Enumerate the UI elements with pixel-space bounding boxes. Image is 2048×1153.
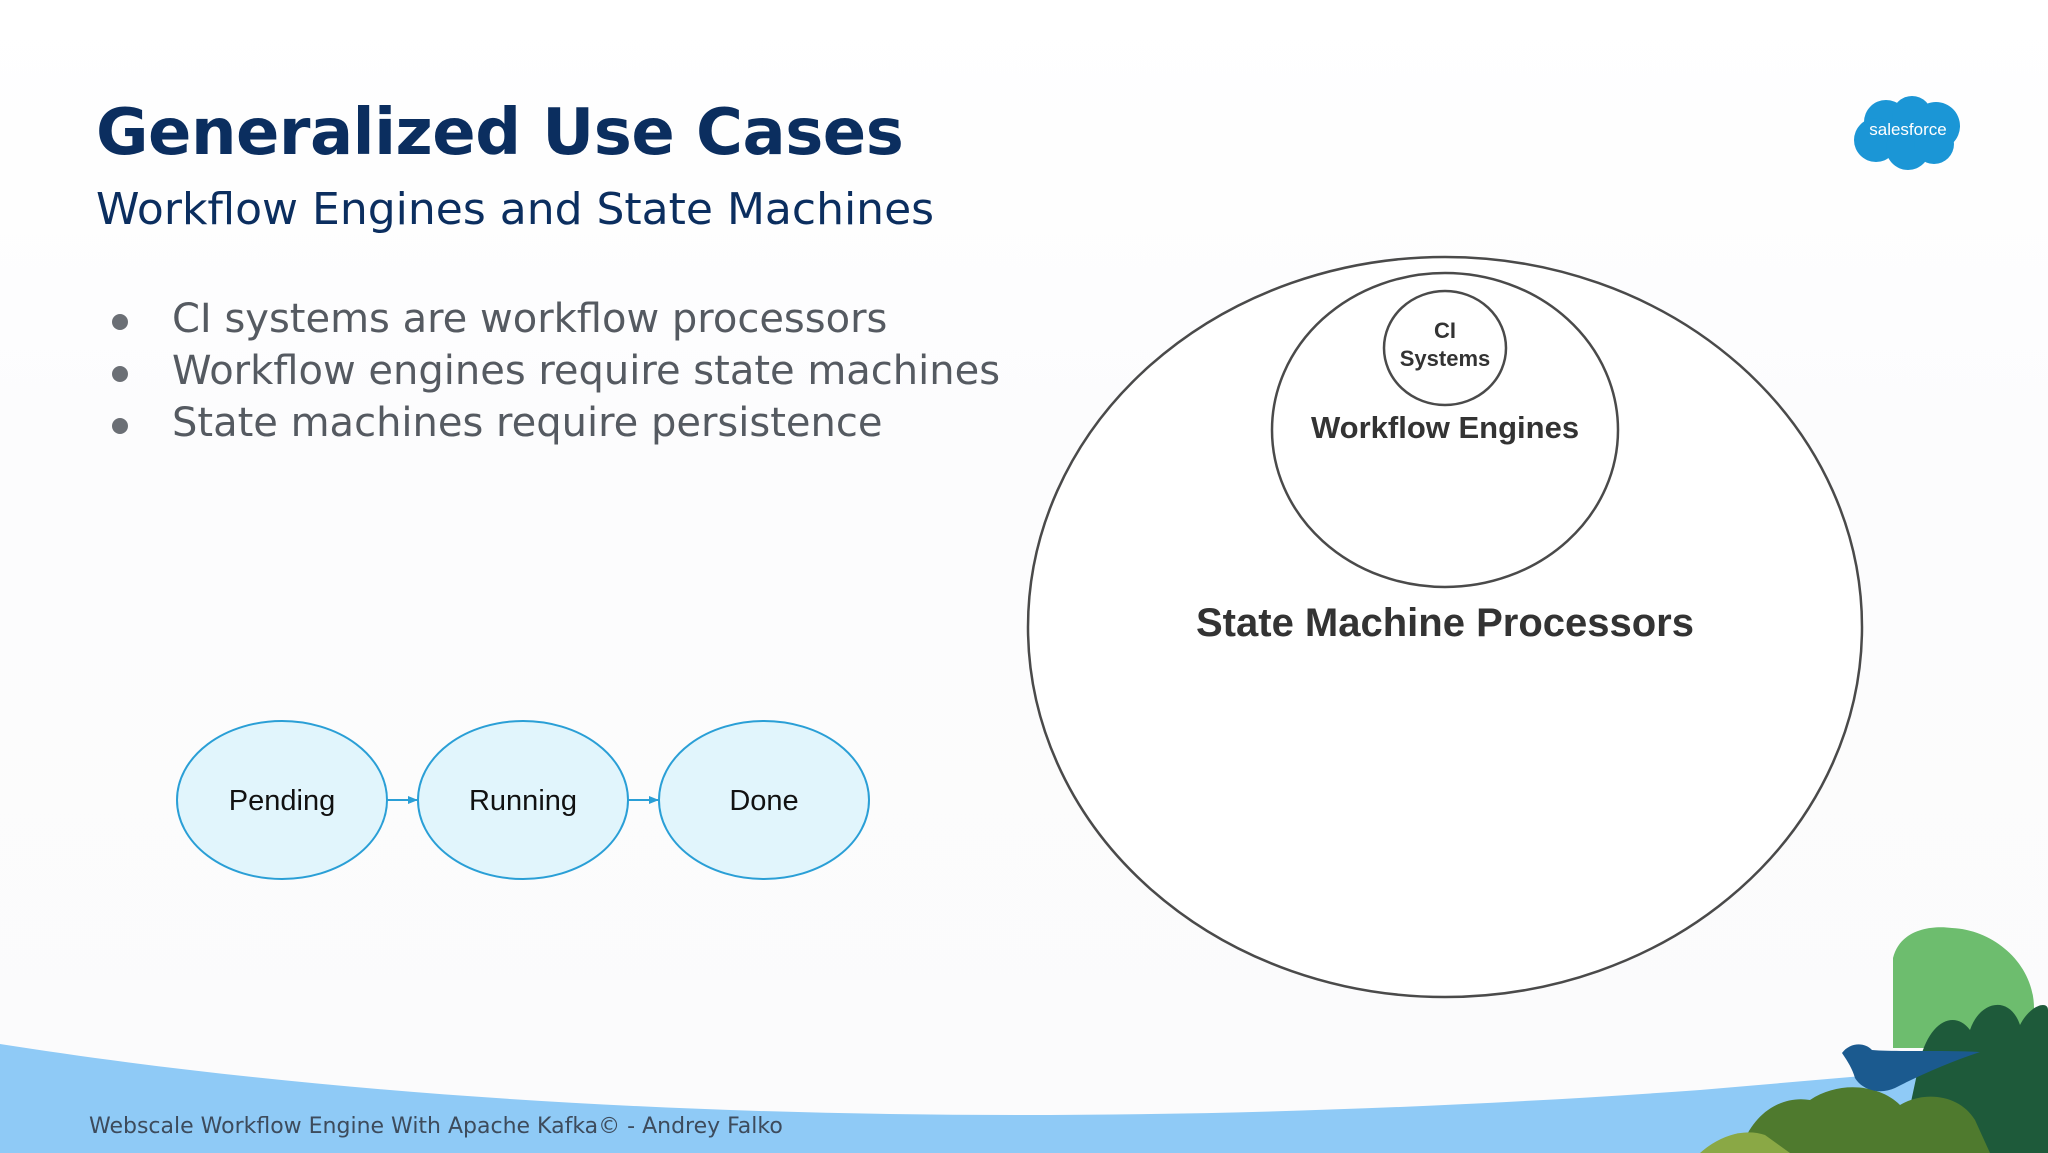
state-label-pending: Pending [229, 785, 335, 817]
foliage-olive-leaf [1740, 1087, 1990, 1153]
salesforce-logo: salesforce [1854, 96, 1960, 170]
bullet-item: Workflow engines require state machines [108, 345, 1000, 397]
inner-circle-ci-systems [1382, 289, 1508, 407]
slide-subtitle: Workflow Engines and State Machines [96, 184, 935, 235]
inner-circle-label-line1: CI [1434, 318, 1456, 343]
bottom-wave [0, 1044, 2048, 1153]
logo-text: salesforce [1869, 120, 1946, 139]
bullet-dot-icon [112, 366, 128, 382]
slide-title: Generalized Use Cases [96, 96, 904, 170]
state-node-done [658, 720, 870, 880]
state-label-done: Done [729, 785, 798, 817]
bullet-list: CI systems are workflow processors Workf… [108, 293, 1000, 449]
bullet-text: State machines require persistence [172, 400, 883, 446]
inner-circle-label-line2: Systems [1400, 346, 1491, 371]
foliage-light-leaf [1700, 1132, 1790, 1153]
middle-circle-workflow-engines [1270, 271, 1620, 589]
bullet-text: CI systems are workflow processors [172, 296, 888, 342]
bullet-dot-icon [112, 314, 128, 330]
outer-circle-state-machine-processors [1026, 255, 1864, 999]
bullet-item: CI systems are workflow processors [108, 293, 1000, 345]
bullet-item: State machines require persistence [108, 397, 1000, 449]
middle-circle-label: Workflow Engines [1311, 410, 1579, 445]
state-label-running: Running [469, 785, 577, 817]
bird-icon [1842, 1044, 1980, 1092]
bullet-dot-icon [112, 418, 128, 434]
footer-text: Webscale Workflow Engine With Apache Kaf… [89, 1114, 783, 1139]
bullet-text: Workflow engines require state machines [172, 348, 1001, 394]
outer-circle-label: State Machine Processors [1196, 601, 1694, 645]
